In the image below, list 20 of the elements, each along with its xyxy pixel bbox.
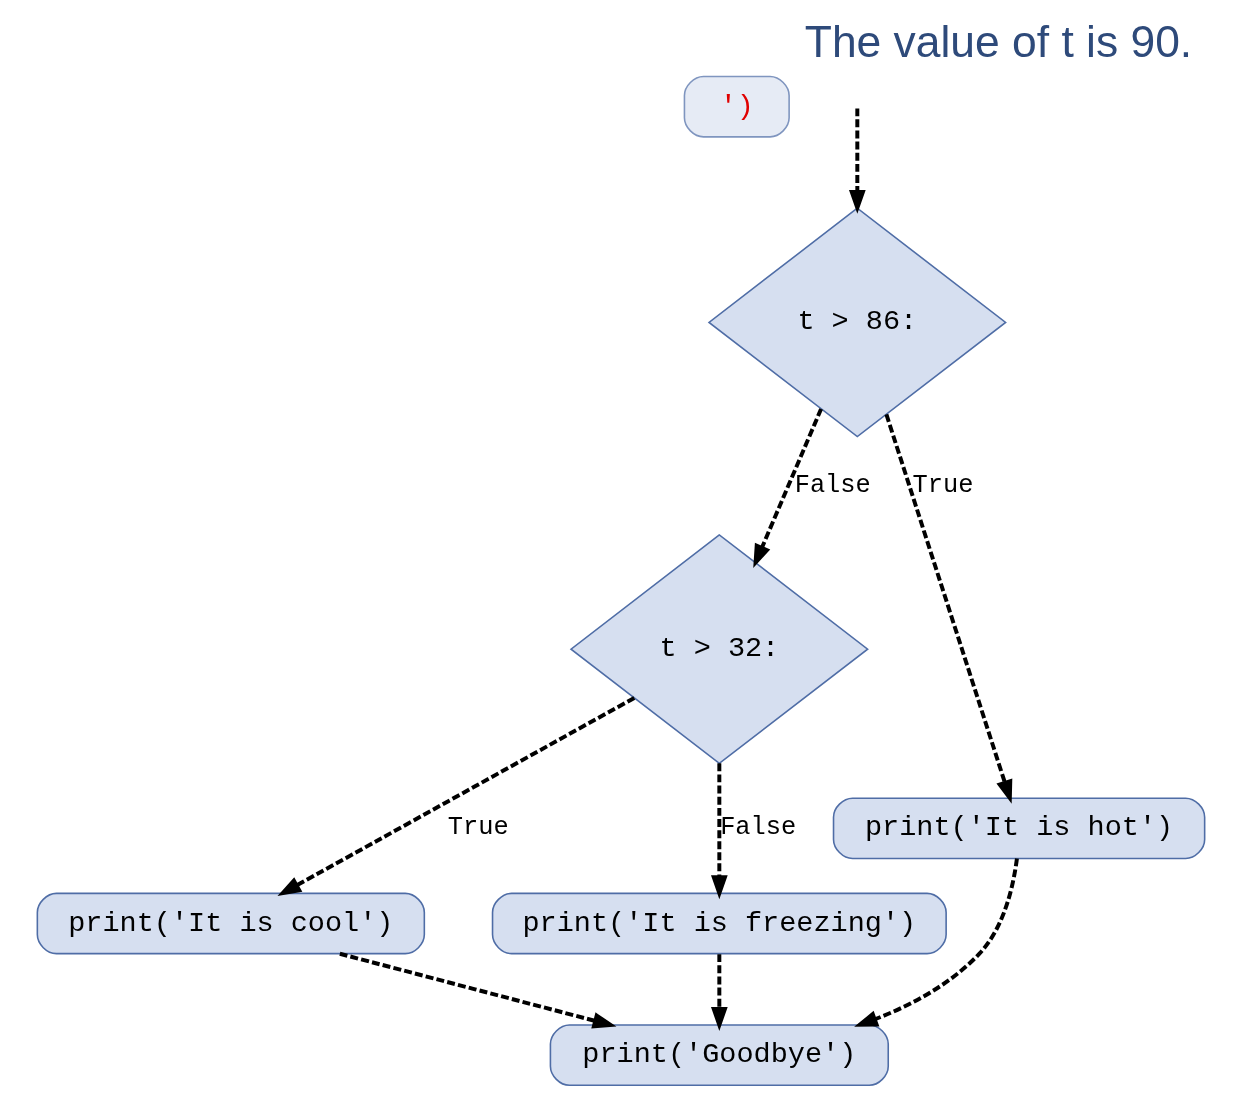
arrow [884, 413, 1012, 804]
arrow [752, 408, 823, 569]
arrow [338, 951, 616, 1029]
diagram-title: The value of t is 90. [804, 16, 1192, 66]
node-box: print('It is freezing') [491, 892, 947, 955]
node-box: ') [683, 75, 790, 138]
edge-label: True [447, 813, 509, 843]
edge-label: False [794, 470, 871, 500]
node-box: print('Goodbye') [549, 1024, 889, 1087]
arrow [276, 696, 635, 897]
arrow [853, 858, 1019, 1027]
node-box: print('It is hot') [832, 797, 1205, 860]
arrow [848, 108, 866, 214]
edge-label: True [912, 470, 973, 500]
node-diamond: t > 32: [569, 533, 869, 765]
arrow [710, 763, 728, 900]
arrow [710, 954, 728, 1031]
edge-label: False [719, 813, 796, 843]
node-box: print('It is cool') [36, 892, 425, 955]
node-diamond: t > 86: [707, 207, 1007, 438]
